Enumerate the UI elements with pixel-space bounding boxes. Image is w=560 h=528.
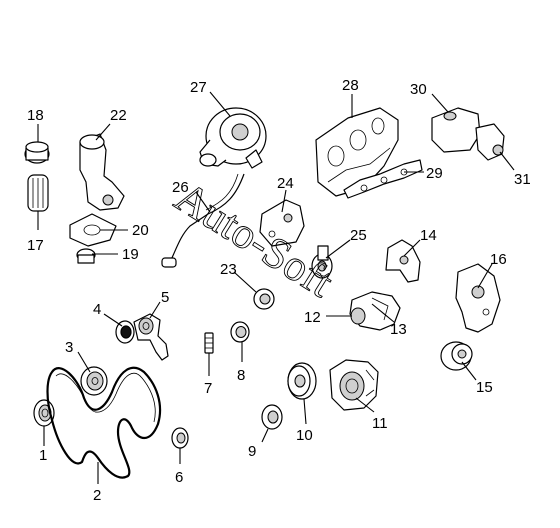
callout-27: 27 xyxy=(190,79,207,96)
part-28-intake-manifold xyxy=(315,107,399,197)
part-8-spacer xyxy=(230,321,250,343)
callout-12: 12 xyxy=(304,309,321,326)
part-9-pulley xyxy=(261,404,283,430)
callout-24: 24 xyxy=(277,175,294,192)
part-24-bracket xyxy=(259,199,305,247)
callout-23: 23 xyxy=(220,261,237,278)
callout-19: 19 xyxy=(122,246,139,263)
part-16-mounting-bracket xyxy=(455,263,501,333)
callout-20: 20 xyxy=(132,222,149,239)
callout-29: 29 xyxy=(426,165,443,182)
part-6-roller xyxy=(171,427,189,449)
part-29-manifold-gasket xyxy=(343,159,423,199)
callout-7: 7 xyxy=(204,380,212,397)
callout-14: 14 xyxy=(420,227,437,244)
part-12-13-pump xyxy=(349,291,401,331)
part-20-gasket xyxy=(69,213,117,247)
callout-25: 25 xyxy=(350,227,367,244)
callout-18: 18 xyxy=(27,107,44,124)
part-10-pulley xyxy=(287,362,317,400)
part-23-pulley xyxy=(253,288,275,310)
callout-13: 13 xyxy=(390,321,407,338)
callout-10: 10 xyxy=(296,427,313,444)
callout-31: 31 xyxy=(514,171,531,188)
callout-8: 8 xyxy=(237,367,245,384)
callout-22: 22 xyxy=(110,107,127,124)
part-14-bracket xyxy=(385,239,421,283)
callout-30: 30 xyxy=(410,81,427,98)
part-26-oil-pipe xyxy=(161,173,245,268)
watermark-text: Auto-Soft xyxy=(167,172,342,307)
part-4-pulley xyxy=(115,320,135,344)
part-27-turbocharger xyxy=(199,107,267,169)
part-5-tensioner xyxy=(133,313,169,361)
part-3-tensioner-pulley xyxy=(80,366,108,396)
part-15-pulley xyxy=(440,341,473,371)
callout-26: 26 xyxy=(172,179,189,196)
part-19-seal xyxy=(76,248,96,264)
part-17-filter-element xyxy=(27,174,49,212)
callout-6: 6 xyxy=(175,469,183,486)
callout-1: 1 xyxy=(39,447,47,464)
callout-2: 2 xyxy=(93,487,101,504)
callout-15: 15 xyxy=(476,379,493,396)
callout-9: 9 xyxy=(248,443,256,460)
callout-17: 17 xyxy=(27,237,44,254)
part-11-alternator xyxy=(329,359,379,411)
part-30-31-egr-valve xyxy=(431,107,505,161)
callout-16: 16 xyxy=(490,251,507,268)
callout-5: 5 xyxy=(161,289,169,306)
part-22-filter-housing xyxy=(79,133,125,211)
callout-28: 28 xyxy=(342,77,359,94)
callout-4: 4 xyxy=(93,301,101,318)
part-2-drive-belt xyxy=(46,366,162,479)
callout-3: 3 xyxy=(65,339,73,356)
callout-11: 11 xyxy=(372,415,388,432)
part-7-bolt xyxy=(204,332,214,354)
callouts: 1 2 3 4 5 6 7 8 9 10 11 12 13 14 15 16 1 xyxy=(27,77,531,504)
part-25-valve xyxy=(311,245,333,279)
part-18-filter-cap xyxy=(24,141,50,164)
